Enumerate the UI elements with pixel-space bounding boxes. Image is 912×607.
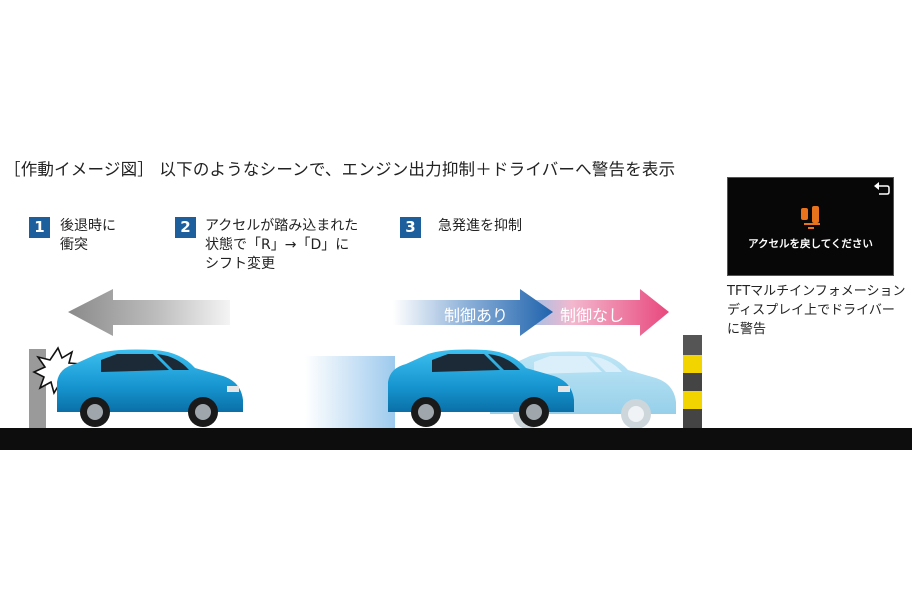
tft-caption-line-2: ディスプレイ上でドライバー bbox=[727, 303, 895, 318]
step-2-badge: 2 bbox=[175, 217, 196, 238]
step-2-line-1: アクセルが踏み込まれた bbox=[205, 218, 359, 234]
reverse-arrow bbox=[68, 289, 230, 336]
without-control-label: 制御なし bbox=[560, 306, 625, 325]
step-2-text: アクセルが踏み込まれた 状態で「R」→「D」に シフト変更 bbox=[205, 217, 358, 274]
diagram-title: ［作動イメージ図］ 以下のようなシーンで、エンジン出力抑制＋ドライバーへ警告を表… bbox=[4, 160, 676, 179]
accelerator-warning-icon bbox=[801, 206, 820, 229]
tft-warning-message: アクセルを戻してください bbox=[748, 238, 873, 250]
motion-trail bbox=[305, 356, 395, 428]
step-3-line-1: 急発進を抑制 bbox=[438, 218, 522, 234]
step-1-line-1: 後退時に bbox=[60, 218, 116, 234]
step-1-line-2: 衝突 bbox=[60, 237, 88, 253]
tft-display: アクセルを戻してください bbox=[727, 177, 894, 276]
arrow-with-control bbox=[393, 289, 553, 336]
car-with-control bbox=[388, 349, 574, 427]
tft-caption-line-3: に警告 bbox=[727, 322, 767, 337]
step-1-text: 後退時に 衝突 bbox=[60, 217, 116, 255]
car-reversing bbox=[57, 349, 243, 427]
road bbox=[0, 428, 912, 450]
with-control-label: 制御あり bbox=[444, 306, 509, 325]
tft-caption: TFTマルチインフォメーション ディスプレイ上でドライバー に警告 bbox=[727, 282, 905, 339]
step-1-badge: 1 bbox=[29, 217, 50, 238]
step-3-badge: 3 bbox=[400, 217, 421, 238]
step-2-line-2: 状態で「R」→「D」に bbox=[205, 237, 350, 253]
tft-caption-line-1: TFTマルチインフォメーション bbox=[727, 284, 906, 299]
step-2-line-3: シフト変更 bbox=[205, 256, 275, 272]
back-arrow-icon bbox=[874, 182, 890, 195]
striped-post bbox=[683, 335, 702, 428]
arrow-without-control bbox=[530, 289, 669, 336]
step-3-text: 急発進を抑制 bbox=[438, 217, 522, 236]
